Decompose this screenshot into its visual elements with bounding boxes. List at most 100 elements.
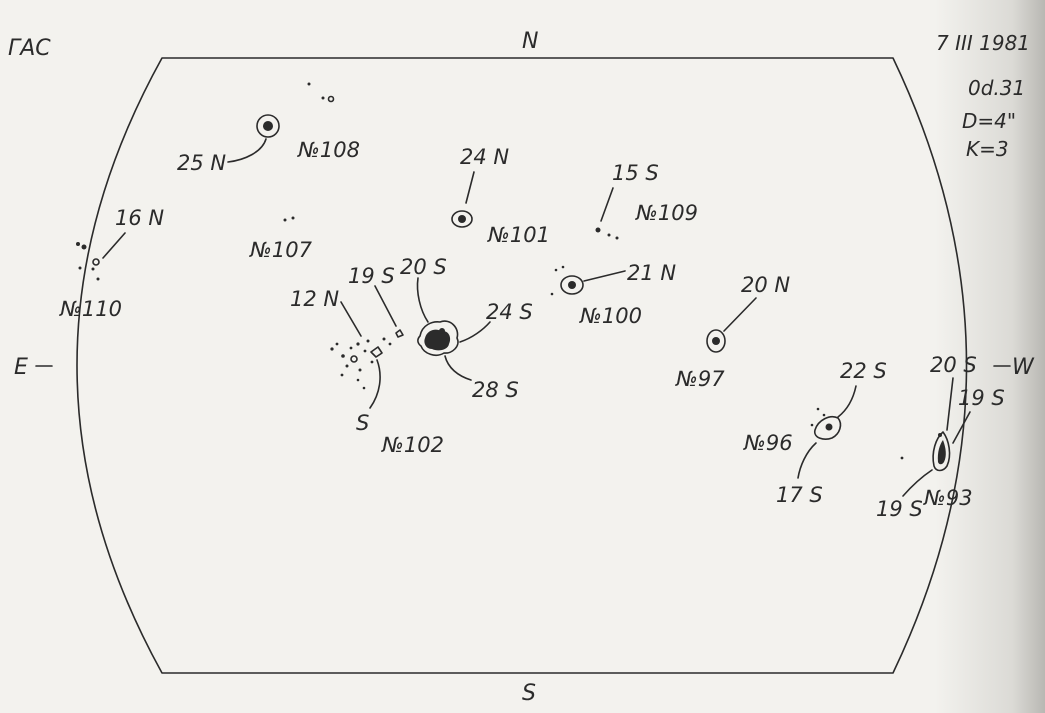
group-102-number: №102 [381, 433, 444, 457]
group-110-number: №110 [59, 297, 122, 321]
group-110: 16 N №110 [59, 206, 164, 321]
group-93-label-20s: 20 S [930, 353, 977, 377]
pore [291, 216, 295, 220]
pore [382, 337, 386, 341]
spot-umbra [263, 121, 273, 131]
leader-line [369, 359, 381, 409]
group-107-number: №107 [249, 238, 313, 262]
group-110-label: 16 N [115, 206, 164, 230]
pore [615, 236, 619, 240]
leader-line [102, 232, 126, 259]
pore [607, 233, 611, 237]
leader-line [902, 469, 933, 497]
pore [370, 360, 374, 364]
group-102-label-s: S [356, 411, 369, 435]
leader-line [797, 442, 817, 479]
group-100: 21 N №100 [550, 261, 676, 328]
west-label: W [1012, 355, 1035, 380]
spot-penumbra [706, 329, 726, 353]
group-100-number: №100 [579, 304, 642, 328]
east-label: E [14, 355, 28, 380]
pore [358, 368, 362, 372]
pore [370, 346, 383, 358]
spot-umbra [712, 337, 720, 345]
pore [395, 329, 404, 338]
pore [96, 277, 100, 281]
group-102: 12 N 19 S 20 S 24 S 28 S S №102 [290, 255, 533, 457]
spot-umbra [458, 215, 466, 223]
pore [388, 342, 392, 346]
group-100-label: 21 N [627, 261, 676, 285]
observation-date: 7 III 1981 [936, 31, 1030, 55]
leader-line [416, 277, 429, 323]
pore [92, 258, 100, 266]
pore [307, 82, 311, 86]
group-97: 20 N №97 [675, 273, 790, 391]
pore [349, 346, 353, 350]
spot-penumbra [814, 415, 842, 440]
pore [822, 413, 826, 417]
observatory-code: ГАС [8, 36, 51, 61]
group-96: 22 S 17 S №96 [743, 359, 887, 507]
pore [345, 364, 349, 368]
leader-line [459, 321, 491, 343]
leader-line [374, 285, 397, 327]
group-102-label-20s: 20 S [400, 255, 447, 279]
group-109-number: №109 [635, 201, 698, 225]
group-109: 15 S №109 [595, 161, 698, 240]
group-96-label-17s: 17 S [776, 483, 823, 507]
pore [561, 265, 565, 269]
group-97-number: №97 [675, 367, 725, 391]
pore [366, 339, 370, 343]
spot-umbra [424, 329, 451, 351]
k-value: K=3 [966, 137, 1009, 161]
spot-penumbra [417, 320, 459, 356]
pore [900, 456, 904, 460]
leader-line [723, 297, 757, 332]
pore [550, 292, 554, 296]
disk-outline [76, 57, 968, 674]
pore [91, 267, 95, 271]
group-93-label-19s-upper: 19 S [958, 386, 1005, 410]
spot-penumbra [451, 210, 473, 228]
spot-umbra-core [439, 328, 445, 334]
leader-line [946, 377, 954, 431]
spot-umbra [937, 440, 946, 465]
pore [363, 349, 367, 353]
pore [283, 218, 287, 222]
pore [938, 433, 942, 437]
leader-line [952, 411, 971, 444]
group-107: №107 [249, 216, 313, 262]
group-108-number: №108 [297, 138, 360, 162]
spot-penumbra [256, 114, 280, 138]
pore [350, 355, 358, 363]
group-109-label: 15 S [612, 161, 659, 185]
group-97-label: 20 N [741, 273, 790, 297]
leader-line [340, 301, 362, 337]
pore [356, 378, 360, 382]
group-101-number: №101 [487, 223, 550, 247]
group-96-number: №96 [743, 431, 793, 455]
pore [78, 266, 82, 270]
group-108-label: 25 N [177, 151, 226, 175]
pore [362, 386, 366, 390]
pore [356, 342, 360, 346]
pore [554, 268, 558, 272]
pore [340, 373, 344, 377]
pore [810, 423, 814, 427]
group-108: 25 N №108 [177, 82, 360, 175]
group-102-label-24s: 24 S [486, 300, 533, 324]
pore [341, 354, 345, 358]
leader-line [444, 355, 472, 381]
leader-line [600, 187, 614, 222]
spot-penumbra [560, 275, 584, 295]
pore [595, 227, 601, 233]
spot-penumbra [932, 431, 951, 472]
pore [330, 347, 334, 351]
pore [335, 342, 339, 346]
leader-line [227, 138, 267, 163]
pore [81, 244, 87, 250]
group-93-number: №93 [923, 486, 973, 510]
pore [76, 242, 80, 246]
